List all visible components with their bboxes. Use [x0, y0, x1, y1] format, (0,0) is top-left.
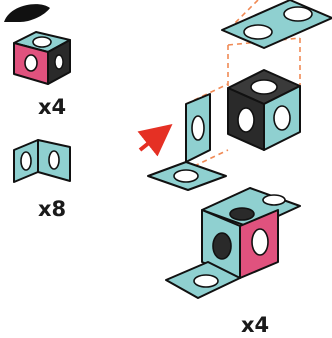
top-plate [221, 0, 332, 49]
inserting-bracket [147, 93, 227, 191]
bracket-part-icon [13, 139, 71, 183]
middle-cube [227, 69, 301, 151]
cube-quantity-label: x4 [38, 95, 67, 119]
insert-arrow-icon [137, 124, 173, 157]
cube-part-icon [13, 31, 71, 85]
finished-assembly [165, 187, 301, 299]
assembly-quantity-label: x4 [241, 313, 270, 337]
step-number-fragment [4, 4, 50, 22]
bracket-quantity-label: x8 [38, 197, 67, 221]
